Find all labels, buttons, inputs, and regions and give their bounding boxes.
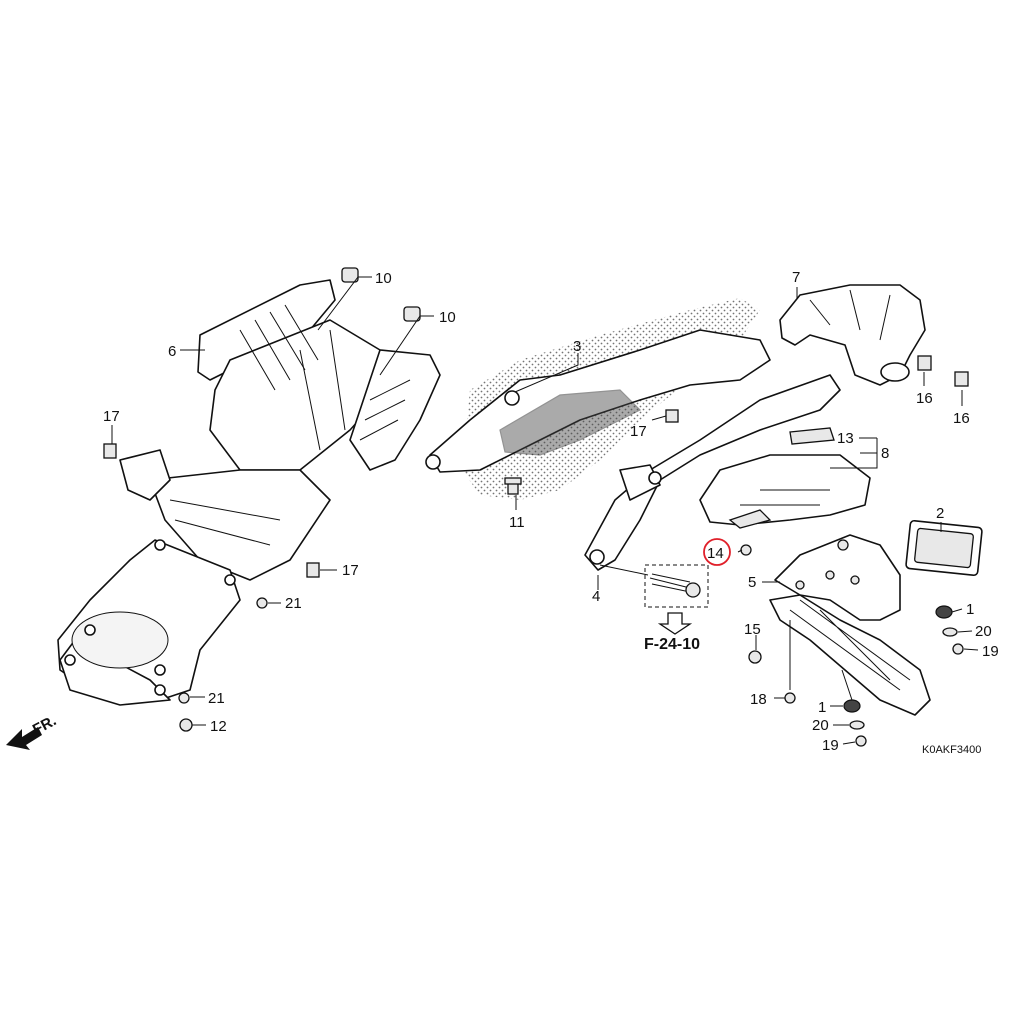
callout-13: 13 <box>837 430 854 447</box>
grab-rail-part-3 <box>425 329 771 473</box>
callout-6: 6 <box>168 343 176 360</box>
grommet-part-1-b <box>843 699 861 713</box>
sleeve-part-10-a <box>341 267 359 283</box>
callout-17: 17 <box>342 562 359 579</box>
callout-17: 17 <box>630 423 647 440</box>
sleeve-part-10-b <box>403 306 421 322</box>
cover-part-8 <box>699 454 871 529</box>
callout-4: 4 <box>592 588 600 605</box>
callout-12: 12 <box>210 718 227 735</box>
rear-fender-part-6 <box>57 279 441 706</box>
callout-8: 8 <box>881 445 889 462</box>
reference-arrow <box>657 612 693 635</box>
screw-part-21-b <box>178 692 190 704</box>
reference-label: F-24-10 <box>644 636 700 653</box>
callout-1: 1 <box>966 601 974 618</box>
front-arrow-icon: FR. <box>6 712 59 750</box>
callout-21: 21 <box>285 595 302 612</box>
callout-20: 20 <box>812 717 829 734</box>
callout-19: 19 <box>982 643 999 660</box>
grab-rail-part-4 <box>584 374 841 571</box>
callout-7: 7 <box>792 269 800 286</box>
bolt-part-11 <box>504 477 522 495</box>
callout-19: 19 <box>822 737 839 754</box>
clip-part-17-b <box>306 562 320 578</box>
pad-part-13 <box>789 427 835 445</box>
screw-part-21-a <box>256 597 268 609</box>
leader-lines <box>111 276 979 745</box>
callout-18: 18 <box>750 691 767 708</box>
diagram-code: K0AKF3400 <box>922 744 981 756</box>
screw-part-12 <box>179 718 193 732</box>
callout-17: 17 <box>103 408 120 425</box>
callout-10: 10 <box>375 270 392 287</box>
screw-part-19-a <box>952 643 964 655</box>
grommet-part-1-a <box>935 605 953 619</box>
license-bracket-part-5 <box>769 534 931 716</box>
clip-part-17-c <box>665 409 679 423</box>
callout-15: 15 <box>744 621 761 638</box>
tail-cover-part-7 <box>779 284 926 386</box>
washer-part-20-b <box>849 720 865 730</box>
reference-box <box>644 564 709 608</box>
long-bolt <box>649 573 701 598</box>
nut-part-15 <box>748 650 762 664</box>
callout-14: 14 <box>707 545 724 562</box>
callout-20: 20 <box>975 623 992 640</box>
screw-part-14 <box>740 544 752 556</box>
callout-5: 5 <box>748 574 756 591</box>
callout-labels: 1 1 2 3 4 5 6 7 8 10 10 11 12 13 14 15 1… <box>103 269 999 754</box>
clip-part-17-a <box>103 443 117 459</box>
washer-part-20-a <box>942 627 958 637</box>
callout-3: 3 <box>573 338 581 355</box>
callout-16: 16 <box>953 410 970 427</box>
callout-1: 1 <box>818 699 826 716</box>
callout-16: 16 <box>916 390 933 407</box>
highlight-circle <box>703 538 731 566</box>
nut-part-16-a <box>917 355 932 371</box>
callout-21: 21 <box>208 690 225 707</box>
callout-11: 11 <box>509 514 525 531</box>
bolt-part-18 <box>784 692 796 704</box>
callout-10: 10 <box>439 309 456 326</box>
reflector-part-2 <box>905 519 983 577</box>
screw-part-19-b <box>855 735 867 747</box>
nut-part-16-b <box>954 371 969 387</box>
callout-2: 2 <box>936 505 944 522</box>
